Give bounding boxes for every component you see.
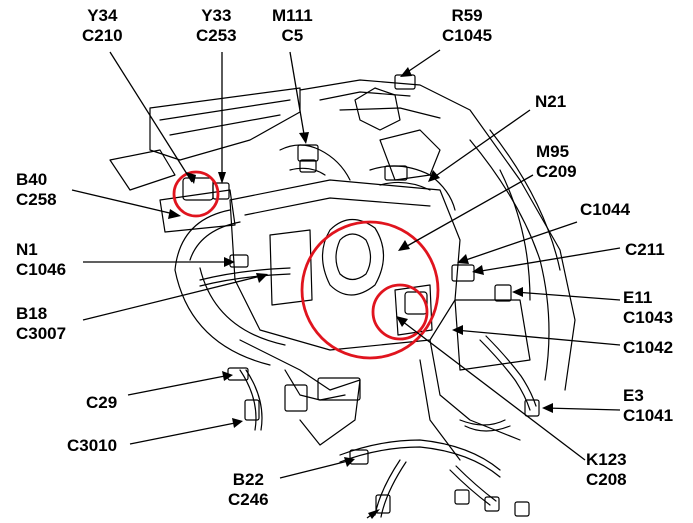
- label-m95-code: M95: [536, 142, 570, 161]
- label-n1-code: N1: [16, 240, 38, 259]
- label-r59-code: R59: [451, 6, 483, 25]
- label-r59-connector: C1045: [442, 26, 493, 45]
- label-m111: M111 C5: [272, 6, 313, 46]
- label-e11-connector: C1043: [623, 308, 674, 327]
- label-c1044-connector: C1044: [580, 200, 631, 219]
- highlight-circle-y34: [172, 170, 220, 218]
- label-b40: B40 C258: [16, 170, 57, 210]
- label-y34: Y34 C210: [82, 6, 123, 46]
- label-c1042: C1042: [623, 338, 673, 358]
- highlight-circle-m95-area: [300, 220, 440, 360]
- label-n1: N1 C1046: [16, 240, 66, 280]
- label-c1042-connector: C1042: [623, 338, 674, 357]
- label-e3: E3 C1041: [623, 386, 673, 426]
- label-b40-code: B40: [16, 170, 48, 189]
- label-k123-connector: C208: [586, 470, 627, 489]
- label-c3010: C3010: [67, 436, 117, 456]
- label-b22-connector: C246: [228, 490, 269, 509]
- label-n1-connector: C1046: [16, 260, 67, 279]
- label-b18: B18 C3007: [16, 304, 66, 344]
- label-c211-connector: C211: [625, 240, 665, 259]
- label-b18-code: B18: [16, 304, 48, 323]
- label-e11-code: E11: [623, 288, 653, 307]
- label-e3-code: E3: [623, 386, 644, 405]
- label-b22-code: B22: [232, 470, 264, 489]
- label-y34-code: Y34: [87, 6, 118, 25]
- label-y33-connector: C253: [196, 26, 237, 45]
- label-m111-connector: C5: [281, 26, 304, 45]
- label-m95-connector: C209: [536, 162, 577, 181]
- label-b40-connector: C258: [16, 190, 57, 209]
- label-n21-code: N21: [535, 92, 567, 111]
- label-m111-code: M111: [272, 6, 313, 25]
- label-c1044: C1044: [580, 200, 630, 220]
- label-k123: K123 C208: [586, 450, 627, 490]
- label-y33-code: Y33: [201, 6, 232, 25]
- label-c29: C29: [86, 393, 117, 413]
- highlight-circle-k123: [371, 283, 429, 341]
- label-b18-connector: C3007: [16, 324, 67, 343]
- label-e3-connector: C1041: [623, 406, 674, 425]
- label-r59: R59 C1045: [442, 6, 492, 46]
- label-c211: C211: [625, 240, 665, 260]
- label-c29-connector: C29: [86, 393, 118, 412]
- label-y34-connector: C210: [82, 26, 123, 45]
- label-b22: B22 C246: [228, 470, 269, 510]
- label-m95: M95 C209: [536, 142, 577, 182]
- label-e11: E11 C1043: [623, 288, 673, 328]
- label-y33: Y33 C253: [196, 6, 237, 46]
- label-n21: N21: [535, 92, 566, 112]
- label-k123-code: K123: [586, 450, 627, 469]
- label-c3010-connector: C3010: [67, 436, 118, 455]
